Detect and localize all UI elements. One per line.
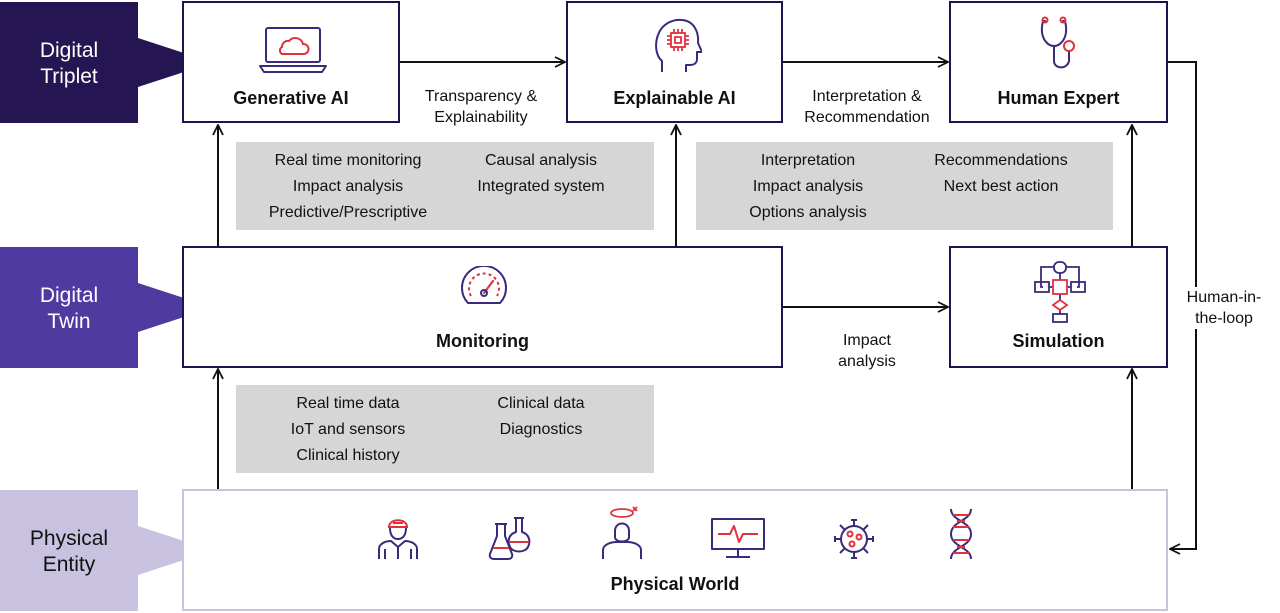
panel-item: Clinical history bbox=[296, 447, 400, 464]
gauge-icon bbox=[461, 266, 507, 304]
band-digital-triplet: Digital Triplet bbox=[0, 2, 213, 123]
dizzy-patient-icon bbox=[602, 506, 642, 559]
label-gen-to-xai: Transparency & Explainability bbox=[400, 86, 562, 128]
monitoring-box: Monitoring bbox=[182, 246, 783, 368]
virus-icon bbox=[834, 519, 874, 559]
human-expert-box: Human Expert bbox=[949, 1, 1168, 123]
gen-ai-capabilities-panel: Real time monitoring Causal analysis Imp… bbox=[236, 142, 654, 230]
lab-flasks-icon bbox=[488, 517, 531, 560]
band-triplet-line2: Triplet bbox=[40, 65, 98, 88]
head-chip-icon bbox=[655, 18, 702, 72]
panel-item: IoT and sensors bbox=[290, 421, 406, 438]
stethoscope-icon bbox=[1040, 16, 1075, 69]
band-triplet-shape bbox=[0, 2, 213, 123]
band-digital-twin: Digital Twin bbox=[0, 247, 213, 368]
band-entity-line2: Entity bbox=[42, 553, 96, 576]
heart-monitor-icon bbox=[711, 518, 765, 558]
label-line: the-loop bbox=[1195, 310, 1253, 327]
band-twin-line1: Digital bbox=[39, 284, 99, 307]
panel-item: Recommendations bbox=[934, 152, 1068, 169]
band-entity-shape bbox=[0, 490, 213, 611]
monitoring-title: Monitoring bbox=[436, 331, 529, 351]
data-sources-panel: Real time data Clinical data IoT and sen… bbox=[236, 385, 654, 473]
generative-ai-box: Generative AI bbox=[182, 1, 400, 123]
label-line: Explainability bbox=[434, 109, 528, 126]
panel-item: Real time data bbox=[296, 395, 400, 412]
explainable-ai-box: Explainable AI bbox=[566, 1, 783, 123]
panel-item: Options analysis bbox=[749, 204, 867, 221]
label-line: Human-in- bbox=[1186, 289, 1262, 306]
flowchart-icon bbox=[1034, 261, 1086, 323]
generative-ai-title: Generative AI bbox=[233, 88, 349, 108]
label-monitoring-to-sim: Impact analysis bbox=[786, 330, 948, 372]
panel-item: Diagnostics bbox=[499, 421, 583, 438]
panel-item: Predictive/Prescriptive bbox=[268, 204, 428, 221]
simulation-box: Simulation bbox=[949, 246, 1168, 368]
panel-item: Integrated system bbox=[477, 178, 605, 195]
panel-item: Causal analysis bbox=[484, 152, 598, 169]
panel-item: Clinical data bbox=[497, 395, 585, 412]
laptop-cloud-icon bbox=[259, 27, 327, 73]
panel-item: Interpretation bbox=[760, 152, 856, 169]
label-line: Transparency & bbox=[424, 88, 538, 105]
panel-item: Next best action bbox=[943, 178, 1059, 195]
explainable-ai-title: Explainable AI bbox=[613, 88, 736, 108]
dna-icon bbox=[949, 508, 973, 560]
physical-world-box: Physical World bbox=[182, 489, 1168, 611]
doctor-icon bbox=[378, 519, 418, 559]
band-twin-line2: Twin bbox=[47, 310, 91, 333]
panel-item: Real time monitoring bbox=[274, 152, 422, 169]
band-entity-line1: Physical bbox=[29, 527, 109, 550]
human-expert-title: Human Expert bbox=[997, 88, 1120, 108]
simulation-title: Simulation bbox=[1012, 331, 1105, 351]
physical-world-title: Physical World bbox=[610, 574, 740, 594]
panel-item: Impact analysis bbox=[292, 178, 404, 195]
label-xai-to-expert: Interpretation & Recommendation bbox=[786, 86, 948, 128]
band-physical-entity: Physical Entity bbox=[0, 490, 213, 611]
panel-item: Impact analysis bbox=[752, 178, 864, 195]
band-triplet-line1: Digital bbox=[39, 39, 99, 62]
label-line: Recommendation bbox=[804, 109, 930, 126]
label-line: Interpretation & bbox=[812, 88, 922, 105]
expert-outputs-panel: Interpretation Recommendations Impact an… bbox=[696, 142, 1113, 230]
label-line: analysis bbox=[838, 353, 896, 370]
band-twin-shape bbox=[0, 247, 213, 368]
label-human-in-the-loop: Human-in- the-loop bbox=[1172, 287, 1276, 329]
label-line: Impact bbox=[842, 332, 891, 349]
